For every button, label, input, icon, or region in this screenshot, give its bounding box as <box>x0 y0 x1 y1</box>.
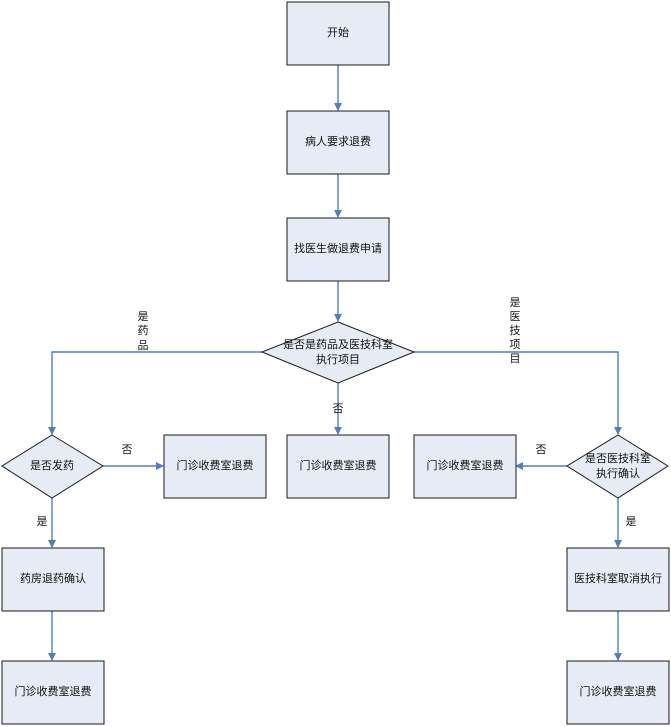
label-yes-left: 是 <box>37 515 48 528</box>
node-decision-type-line1: 是否是药品及医技科室 <box>283 337 393 351</box>
node-decision-tech: 是否医技科室 执行确认 <box>566 434 669 499</box>
label-yes-drug-1: 是 <box>138 310 149 323</box>
node-patient-request: 病人要求退费 <box>286 110 390 175</box>
node-refund-c-label: 门诊收费室退费 <box>427 458 504 472</box>
label-no-drug: 否 <box>122 443 133 456</box>
label-yes-drug-2: 药 <box>138 324 149 337</box>
node-decision-drug: 是否发药 <box>1 434 104 499</box>
label-yes-tech-4: 项 <box>510 338 521 351</box>
edge-decision-to-drug <box>48 351 262 435</box>
node-refund-left: 门诊收费室退费 <box>1 660 105 725</box>
edge-labels: 是 药 品 是 医 技 项 目 否 否 否 是 是 <box>37 296 637 528</box>
node-tech-cancel: 医技科室取消执行 <box>566 547 670 612</box>
label-no-mid: 否 <box>333 402 344 415</box>
node-refund-c: 门诊收费室退费 <box>413 434 517 499</box>
node-pharmacy-confirm-label: 药房退药确认 <box>20 572 86 585</box>
node-refund-a-label: 门诊收费室退费 <box>177 458 254 472</box>
label-yes-right: 是 <box>626 515 637 528</box>
node-patient-request-label: 病人要求退费 <box>305 134 371 148</box>
label-yes-drug-3: 品 <box>138 339 149 352</box>
node-doctor-apply-label: 找医生做退费申请 <box>294 241 382 255</box>
label-yes-tech-2: 医 <box>510 310 521 323</box>
node-decision-type: 是否是药品及医技科室 执行项目 <box>260 321 416 384</box>
label-yes-tech-5: 目 <box>510 352 521 365</box>
label-no-tech: 否 <box>536 443 547 456</box>
edges <box>48 65 622 661</box>
label-yes-tech-1: 是 <box>510 296 521 309</box>
node-refund-right: 门诊收费室退费 <box>566 660 670 725</box>
node-decision-tech-line1: 是否医技科室 <box>585 451 651 465</box>
node-refund-left-label: 门诊收费室退费 <box>15 684 92 698</box>
edge-decision-to-tech <box>414 351 622 435</box>
node-tech-cancel-label: 医技科室取消执行 <box>574 571 662 585</box>
node-refund-b: 门诊收费室退费 <box>286 434 390 499</box>
node-pharmacy-confirm: 药房退药确认 <box>1 547 105 612</box>
node-decision-tech-line2: 执行确认 <box>596 466 640 480</box>
node-refund-b-label: 门诊收费室退费 <box>300 458 377 472</box>
node-doctor-apply: 找医生做退费申请 <box>286 217 390 282</box>
label-yes-tech-3: 技 <box>510 324 521 337</box>
node-start-label: 开始 <box>327 25 349 39</box>
node-refund-right-label: 门诊收费室退费 <box>580 684 657 698</box>
node-decision-type-line2: 执行项目 <box>316 352 360 366</box>
node-refund-a: 门诊收费室退费 <box>163 434 267 499</box>
node-decision-drug-label: 是否发药 <box>30 458 74 472</box>
node-start: 开始 <box>286 1 390 66</box>
